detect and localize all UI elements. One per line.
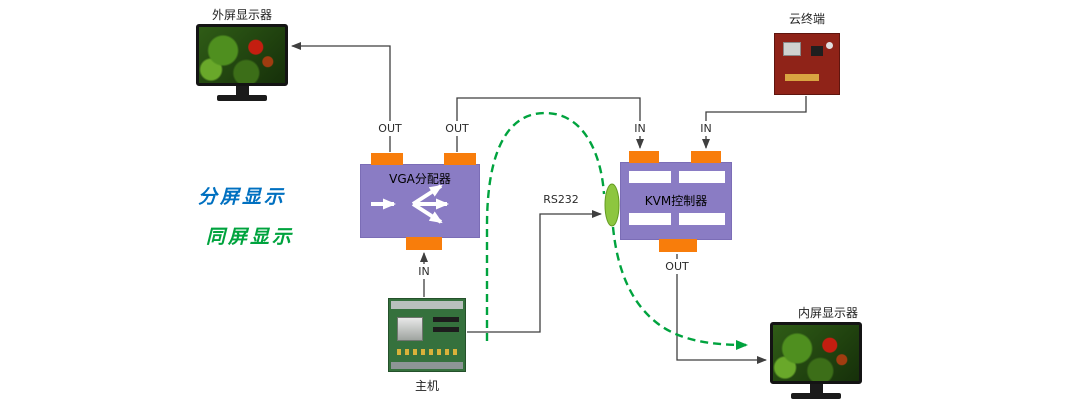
cloud-terminal-label: 云终端	[788, 12, 825, 26]
kvm-slot-bar	[629, 213, 671, 225]
kvm-out-connector	[659, 239, 697, 252]
vga-in-port-label: IN	[410, 264, 438, 279]
external-monitor-screen	[196, 24, 288, 86]
vga-out2-port-label: OUT	[440, 121, 474, 136]
cloud-terminal-board	[774, 33, 840, 95]
vga-in-connector	[406, 237, 442, 250]
monitor-stand-base	[217, 95, 267, 101]
internal-monitor	[770, 322, 862, 399]
kvm-in2-connector	[691, 151, 721, 163]
monitor-stand-base	[791, 393, 841, 399]
kvm-slot-bar	[679, 171, 725, 183]
kvm-in1-port-label: IN	[626, 121, 654, 136]
rs232-label: RS232	[538, 192, 584, 207]
board-connector	[785, 74, 819, 81]
kvm-slot-bar	[679, 213, 725, 225]
kvm-in2-port-label: IN	[692, 121, 720, 136]
board-capacitor-row	[397, 349, 457, 355]
kvm-in1-connector	[629, 151, 659, 163]
vga-splitter-title: VGA分配器	[389, 172, 451, 186]
external-monitor-label: 外屏显示器	[211, 8, 272, 22]
split-screen-mode-text: 分屏显示	[198, 186, 287, 208]
external-monitor	[196, 24, 288, 101]
board-chip	[811, 46, 823, 56]
board-chip	[783, 42, 801, 56]
internal-monitor-label: 内屏显示器	[797, 306, 858, 320]
kvm-controller-title: KVM控制器	[644, 194, 708, 208]
wire-vga-out1-to-external-monitor	[291, 42, 391, 152]
board-edge	[391, 362, 463, 369]
same-screen-dashed-path-up	[485, 111, 606, 341]
monitor-stand-neck	[809, 384, 823, 393]
host-label: 主机	[414, 379, 439, 393]
kvm-slot-bar	[629, 171, 671, 183]
board-slot	[433, 317, 459, 322]
monitor-stand-neck	[235, 86, 249, 95]
rs232-port	[604, 183, 620, 227]
board-cpu	[397, 317, 423, 341]
host-board	[388, 298, 466, 372]
vga-splitter: VGA分配器	[360, 153, 480, 250]
board-capacitor	[826, 42, 833, 49]
wire-host-rs232-to-kvm	[467, 210, 602, 333]
kvm-out-port-label: OUT	[660, 259, 694, 274]
board-slot	[433, 327, 459, 332]
vga-out1-port-label: OUT	[373, 121, 407, 136]
vga-out2-connector	[444, 153, 476, 165]
kvm-controller: KVM控制器	[620, 151, 732, 252]
vga-out1-connector	[371, 153, 403, 165]
wire-cloud-terminal-to-kvm-in2	[702, 96, 807, 149]
internal-monitor-screen	[770, 322, 862, 384]
same-screen-mode-text: 同屏显示	[206, 226, 295, 248]
wire-vga-out2-to-kvm-in1	[456, 97, 644, 152]
board-io-strip	[391, 301, 463, 309]
